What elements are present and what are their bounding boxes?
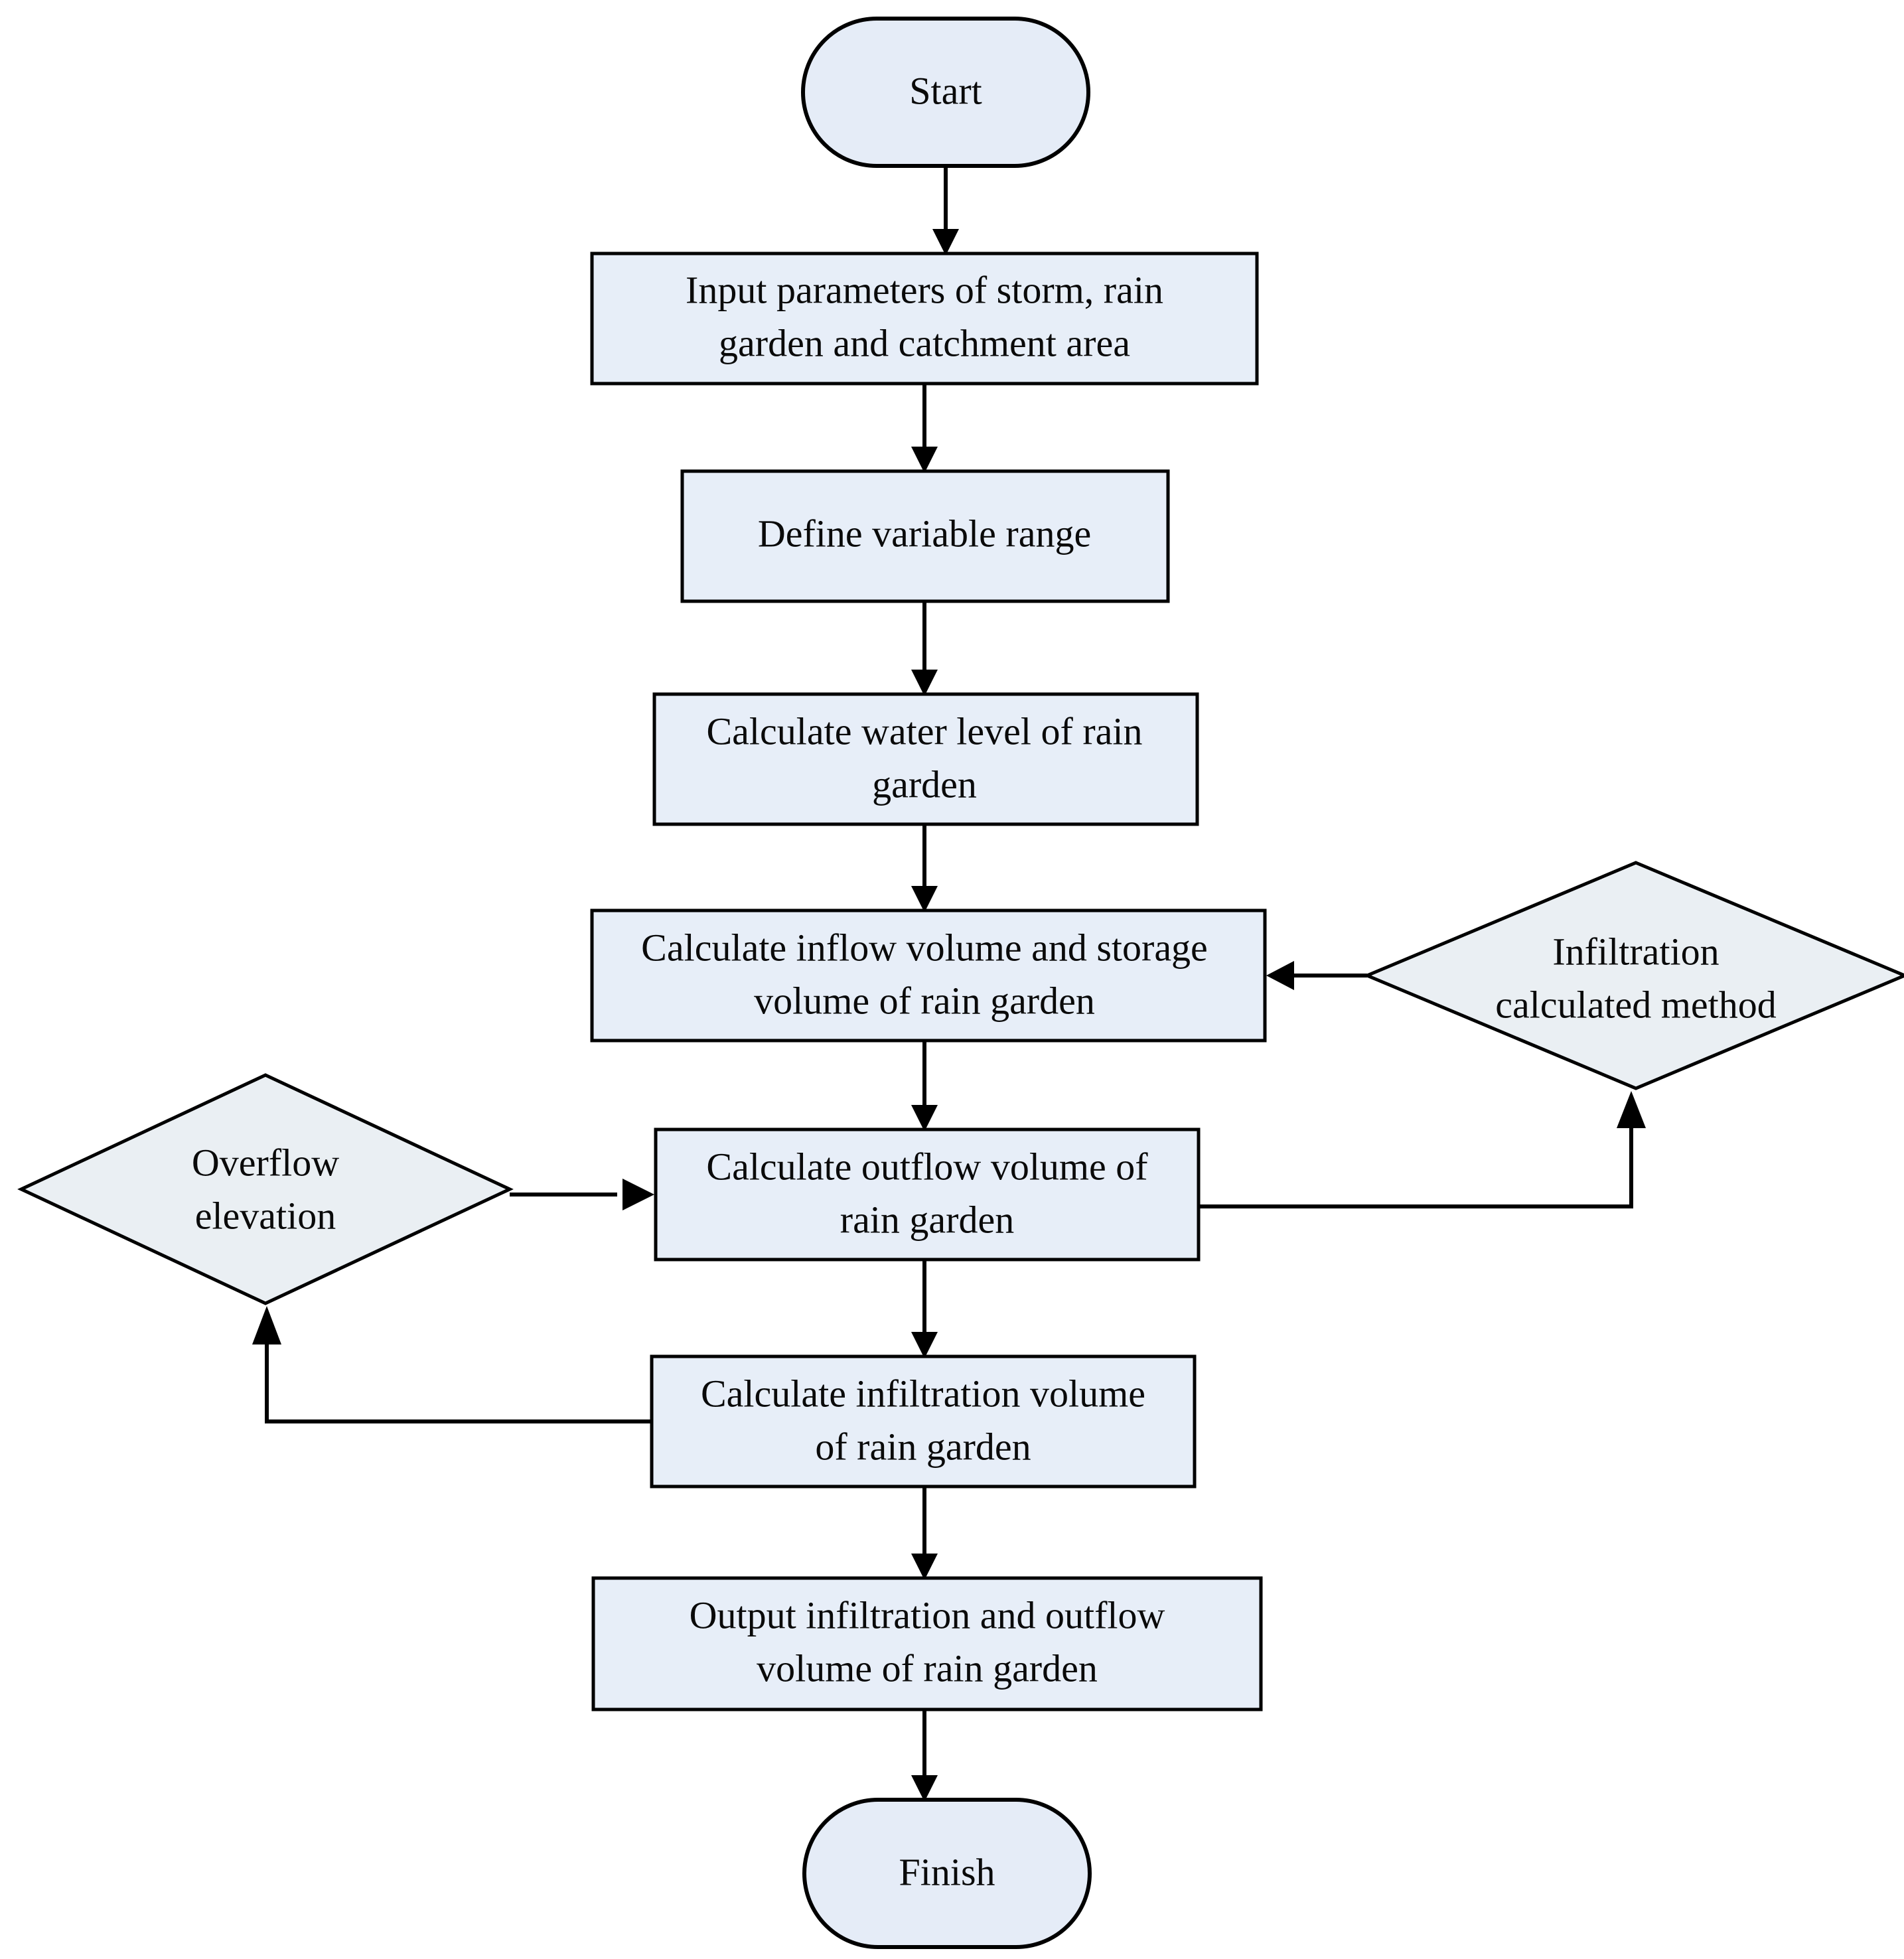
calculate-inflow-storage-shape[interactable] xyxy=(590,908,1267,1043)
calculate-infiltration-label-line1: Calculate infiltration volume xyxy=(701,1372,1145,1415)
node-calculate-water-level[interactable]: Calculate water level of rain garden xyxy=(652,692,1199,826)
edge-input-to-define xyxy=(911,384,938,473)
edge-output-to-finish xyxy=(911,1709,938,1802)
edge-start-to-input xyxy=(932,166,959,255)
node-start[interactable]: Start xyxy=(801,17,1090,168)
output-volumes-shape[interactable] xyxy=(591,1576,1263,1711)
calculate-outflow-shape[interactable] xyxy=(654,1127,1201,1262)
edge-inflow-to-outflow xyxy=(911,1041,938,1131)
calculate-water-level-label-line1: Calculate water level of rain xyxy=(706,709,1142,753)
node-overflow-elevation[interactable]: Overflow elevation xyxy=(17,1073,514,1305)
input-parameters-label-line1: Input parameters of storm, rain xyxy=(686,268,1163,311)
edge-infiltrationbox-to-overflow xyxy=(252,1306,652,1423)
edge-method-to-inflow xyxy=(1266,961,1367,990)
define-variable-range-label: Define variable range xyxy=(758,512,1091,555)
node-finish[interactable]: Finish xyxy=(802,1798,1092,1949)
infiltration-calculated-method-label-line1: Infiltration xyxy=(1552,930,1719,973)
node-calculate-outflow[interactable]: Calculate outflow volume of rain garden xyxy=(654,1127,1201,1262)
node-calculate-inflow-storage[interactable]: Calculate inflow volume and storage volu… xyxy=(590,908,1267,1043)
node-infiltration-calculated-method[interactable]: Infiltration calculated method xyxy=(1362,861,1904,1090)
node-input-parameters[interactable]: Input parameters of storm, rain garden a… xyxy=(590,252,1259,386)
edge-outflow-to-method xyxy=(1199,1091,1646,1208)
node-output-volumes[interactable]: Output infiltration and outflow volume o… xyxy=(591,1576,1263,1711)
calculate-outflow-label-line2: rain garden xyxy=(840,1198,1014,1241)
node-define-variable-range[interactable]: Define variable range xyxy=(680,469,1170,603)
output-volumes-label-line1: Output infiltration and outflow xyxy=(690,1593,1165,1636)
calculate-infiltration-shape[interactable] xyxy=(650,1354,1197,1488)
calculate-outflow-label-line1: Calculate outflow volume of xyxy=(706,1145,1148,1188)
calculate-water-level-label-line2: garden xyxy=(872,762,977,806)
edge-overflow-to-outflow xyxy=(510,1179,654,1210)
infiltration-calculated-method-shape[interactable] xyxy=(1362,861,1904,1090)
finish-label: Finish xyxy=(899,1850,995,1893)
calculate-inflow-storage-label-line2: volume of rain garden xyxy=(754,979,1095,1022)
infiltration-calculated-method-label-line2: calculated method xyxy=(1495,983,1777,1026)
edge-define-to-waterlevel xyxy=(911,601,938,696)
define-variable-range-shape[interactable] xyxy=(680,469,1170,603)
calculate-infiltration-label-line2: of rain garden xyxy=(815,1425,1031,1468)
input-parameters-label-line2: garden and catchment area xyxy=(719,321,1130,364)
node-calculate-infiltration[interactable]: Calculate infiltration volume of rain ga… xyxy=(650,1354,1197,1488)
input-parameters-shape[interactable] xyxy=(590,252,1259,386)
start-shape[interactable] xyxy=(801,17,1090,168)
output-volumes-label-line2: volume of rain garden xyxy=(757,1646,1098,1690)
finish-shape[interactable] xyxy=(802,1798,1092,1949)
edge-waterlevel-to-inflow xyxy=(911,824,938,912)
edge-outflow-to-infiltrationbox xyxy=(911,1260,938,1358)
calculate-water-level-shape[interactable] xyxy=(652,692,1199,826)
edge-infiltrationbox-to-output xyxy=(911,1487,938,1580)
start-label: Start xyxy=(909,69,982,112)
overflow-elevation-label-line1: Overflow xyxy=(192,1141,339,1184)
overflow-elevation-label-line2: elevation xyxy=(195,1194,336,1237)
calculate-inflow-storage-label-line1: Calculate inflow volume and storage xyxy=(641,926,1208,969)
overflow-elevation-shape[interactable] xyxy=(17,1073,514,1305)
